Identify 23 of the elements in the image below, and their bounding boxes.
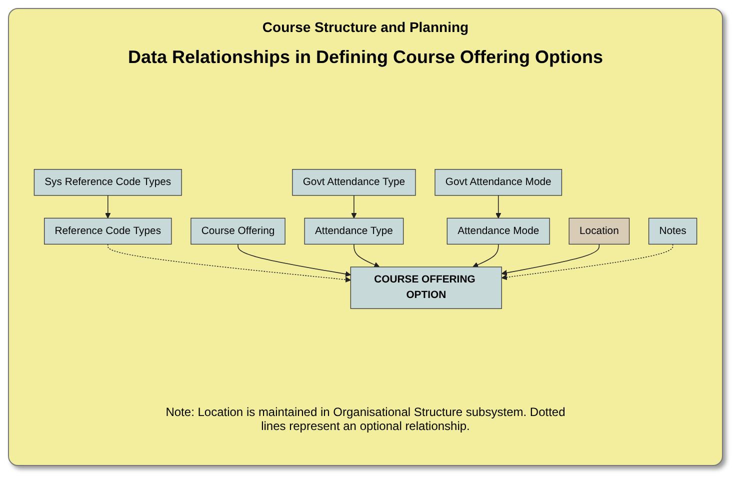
arrow — [108, 244, 351, 282]
node-box — [190, 218, 286, 245]
diagram-drawing: Course Offering Sys Reference Code Types Govt Attendance Type Govt Attendance Mode Reference Code Types Attendance Type Attendance Mode Location COURSE OFFERING OPTION Notes — [29, 79, 702, 399]
arrow — [351, 195, 357, 218]
node-box — [44, 218, 172, 245]
arrow — [472, 244, 499, 268]
node-box — [434, 169, 562, 196]
arrow — [501, 244, 600, 276]
arrow — [501, 244, 674, 280]
diagram-title: Data Relationships in Defining Course Offering Options — [126, 47, 604, 68]
node-box — [292, 169, 416, 196]
node-box — [446, 218, 550, 245]
arrow — [105, 195, 111, 218]
arrow — [238, 244, 351, 277]
node-box — [648, 218, 698, 245]
caption-note: Note: Location is maintained in Organisational Structure subsystem. Dotted lines represent an optional relationship. — [164, 405, 566, 433]
arrow — [354, 244, 380, 268]
arrow — [496, 195, 502, 218]
node-box — [350, 266, 502, 309]
node-box — [34, 169, 182, 196]
node-box — [568, 218, 630, 245]
node-box — [304, 218, 404, 245]
header-text: Course Structure and Planning — [261, 19, 470, 35]
